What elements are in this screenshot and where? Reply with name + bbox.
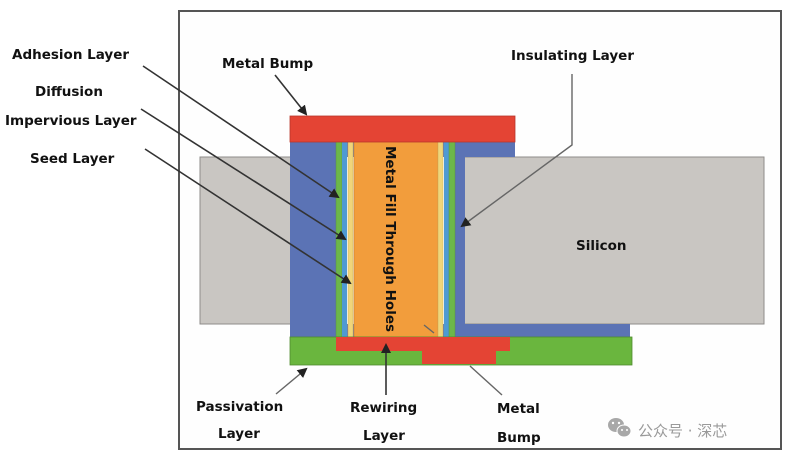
silicon-label: Silicon <box>576 238 627 254</box>
seed-layer-right <box>437 139 444 338</box>
diffusion-label-line2: Impervious Layer <box>5 113 137 129</box>
metal-bump-top <box>289 115 516 143</box>
adhesion-layer-left <box>335 139 343 338</box>
rewiring-label-line2: Layer <box>363 428 405 444</box>
wechat-icon <box>608 418 632 438</box>
adhesion-layer-right <box>448 139 456 338</box>
diffusion-leader <box>140 108 347 241</box>
insulating-layer-label: Insulating Layer <box>511 48 634 64</box>
watermark-text: 公众号 · 深芯 <box>638 422 727 440</box>
watermark: 公众号 · 深芯 <box>608 418 727 440</box>
metal-bump-bottom-label-line2: Bump <box>497 430 541 446</box>
insulating-left-wall <box>290 140 336 337</box>
diffusion-layer-right <box>444 140 449 337</box>
seed-layer-left <box>347 139 354 338</box>
silicon-right <box>463 156 765 325</box>
metal-fill-label: Metal Fill Through Holes <box>382 146 398 332</box>
adhesion-leader <box>142 65 340 199</box>
adhesion-layer-label: Adhesion Layer <box>12 47 129 63</box>
metal-bump-bottom <box>422 337 496 364</box>
passivation-label-line2: Layer <box>218 426 260 442</box>
passivation-label-line1: Passivation <box>196 399 283 415</box>
rewiring-label-line1: Rewiring <box>350 400 417 416</box>
metal-fill-tick <box>423 324 435 334</box>
metal-bump-bottom-leader <box>469 365 503 396</box>
diffusion-label-line1: Diffusion <box>35 84 103 100</box>
metal-fill <box>353 139 439 338</box>
seed-leader <box>144 148 352 285</box>
metal-bump-bottom-label-line1: Metal <box>497 401 540 417</box>
passivation-leader <box>275 367 308 395</box>
metal-bump-top-label: Metal Bump <box>222 56 313 72</box>
insulating-right-wall <box>455 140 465 337</box>
seed-layer-label: Seed Layer <box>30 151 115 167</box>
insulating-leader <box>460 74 573 228</box>
metal-bump-top-leader <box>274 74 308 116</box>
